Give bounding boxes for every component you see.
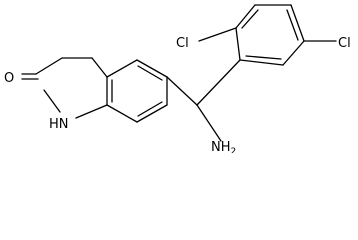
bond-a6-a1: [239, 59, 284, 66]
methine-group: [166, 59, 241, 142]
amine-main: NH: [211, 140, 231, 153]
nh-label: HN: [49, 117, 69, 132]
bond-a2-a3: [235, 4, 256, 29]
bond-c2-c3: [35, 57, 63, 75]
bond-c7-c8-inner: [137, 101, 163, 117]
bond-a4-a5-inner: [286, 9, 299, 41]
amine-label: NH2: [211, 140, 236, 153]
cl-right-label: Cl: [338, 36, 351, 51]
atom-labels: O HN Cl Cl NH2: [4, 36, 351, 153]
bond-c4-c4a: [91, 57, 108, 78]
bond-n1-c2: [43, 89, 61, 113]
bond-c7-c8: [136, 104, 168, 123]
amine-subscript: 2: [231, 147, 237, 153]
bond-c6-ch: [166, 76, 198, 106]
dichlorophenyl-ring: [198, 4, 337, 66]
bond-a2-cl: [198, 27, 237, 42]
bond-a2-a3-inner: [241, 9, 259, 29]
bond-ch-n: [196, 104, 222, 142]
benzo-ring: [106, 59, 168, 123]
cl-left-label: Cl: [176, 36, 189, 51]
structure-diagram: O HN Cl Cl NH2: [4, 4, 351, 153]
bond-c8-c8a: [106, 104, 138, 123]
bond-c5-c6-inner: [137, 65, 163, 81]
bond-ch-aryl: [196, 59, 241, 106]
bond-c8a-n1: [75, 104, 108, 119]
bond-c4a-c5: [106, 59, 138, 78]
bond-a5-a6: [282, 40, 305, 66]
bond-a6-a1-inner: [245, 55, 282, 60]
bond-a1-a2: [235, 27, 241, 61]
bond-a4-a5: [290, 4, 305, 42]
bond-c5-c6: [136, 59, 168, 78]
oxygen-label: O: [4, 71, 14, 86]
lactam-ring: [21, 57, 108, 119]
nh-text: HN: [49, 117, 69, 132]
